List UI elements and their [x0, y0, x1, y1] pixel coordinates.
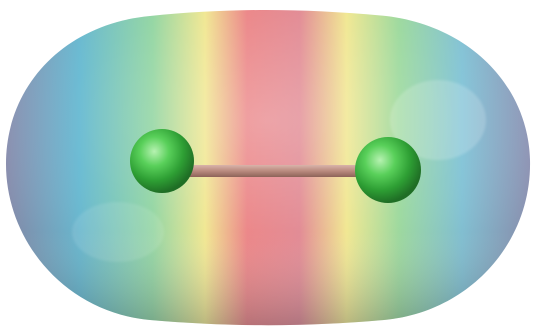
surface-highlight-left [72, 202, 164, 262]
atom-right [355, 137, 421, 203]
atom-left [130, 129, 194, 193]
